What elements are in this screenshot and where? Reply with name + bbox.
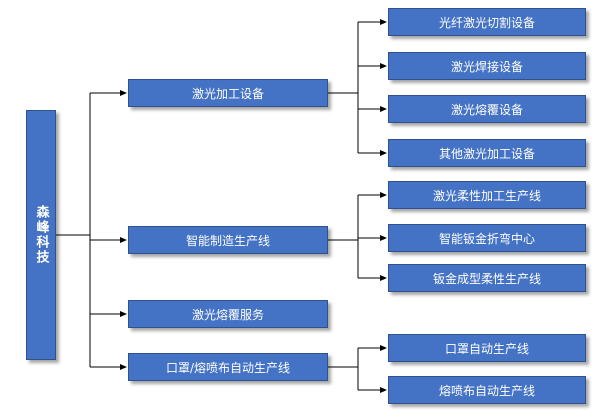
category-node-cladding-service: 激光熔覆服务: [128, 300, 328, 328]
leaf-node: 其他激光加工设备: [388, 139, 586, 167]
leaf-node: 光纤激光切割设备: [388, 8, 586, 36]
leaf-node: 激光熔覆设备: [388, 95, 586, 123]
leaf-node: 钣金成型柔性生产线: [388, 264, 586, 292]
leaf-node: 熔喷布自动生产线: [388, 376, 586, 404]
root-node: 森峰科技: [26, 110, 56, 360]
category-node-smart-manufacturing: 智能制造生产线: [128, 226, 328, 254]
leaf-node: 口罩自动生产线: [388, 334, 586, 362]
leaf-node: 激光焊接设备: [388, 52, 586, 80]
category-node-mask-line: 口罩/熔喷布自动生产线: [128, 353, 328, 381]
category-node-laser-equipment: 激光加工设备: [128, 79, 328, 107]
leaf-node: 激光柔性加工生产线: [388, 181, 586, 209]
leaf-node: 智能钣金折弯中心: [388, 224, 586, 252]
